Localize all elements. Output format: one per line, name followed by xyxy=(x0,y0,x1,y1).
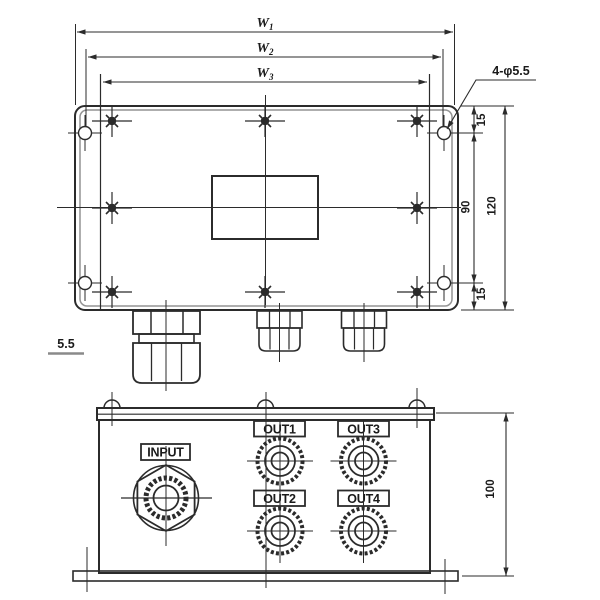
front-lid-tabs xyxy=(103,388,426,428)
top-view: W1 W2 W3 4-φ5.5 xyxy=(48,16,536,391)
height-dimensions: 15 90 120 15 xyxy=(452,105,514,311)
out4-gland xyxy=(328,506,399,556)
dim-15-top: 15 xyxy=(476,113,488,126)
left-note-text: 5.5 xyxy=(57,337,74,351)
out2-gland xyxy=(245,506,315,556)
out3-gland xyxy=(328,436,399,486)
dim-100: 100 xyxy=(485,479,497,498)
lid-screws xyxy=(91,104,438,309)
dim-90: 90 xyxy=(461,201,473,214)
out-gland-side-2 xyxy=(340,303,388,362)
dim-w1-label: W1 xyxy=(257,16,274,32)
width-dimensions: W1 W2 W3 xyxy=(75,16,455,127)
front-view: INPUT OUT1 OUT3 OUT2 OUT4 xyxy=(72,388,514,594)
nameplate-rect xyxy=(211,175,319,240)
hole-callout-text: 4-φ5.5 xyxy=(492,64,529,78)
out-gland-side-1 xyxy=(256,303,303,362)
input-gland-side xyxy=(132,300,201,391)
hole-callout: 4-φ5.5 xyxy=(446,64,536,130)
front-height-dimension: 100 xyxy=(436,412,514,577)
dim-w3-label: W3 xyxy=(257,66,274,82)
input-gland xyxy=(121,446,212,546)
dim-w2-label: W2 xyxy=(257,41,274,57)
left-note: 5.5 xyxy=(48,337,84,355)
out1-gland xyxy=(245,436,315,486)
dim-15-bottom: 15 xyxy=(476,287,488,300)
dim-120: 120 xyxy=(487,196,499,215)
front-body xyxy=(98,419,431,574)
